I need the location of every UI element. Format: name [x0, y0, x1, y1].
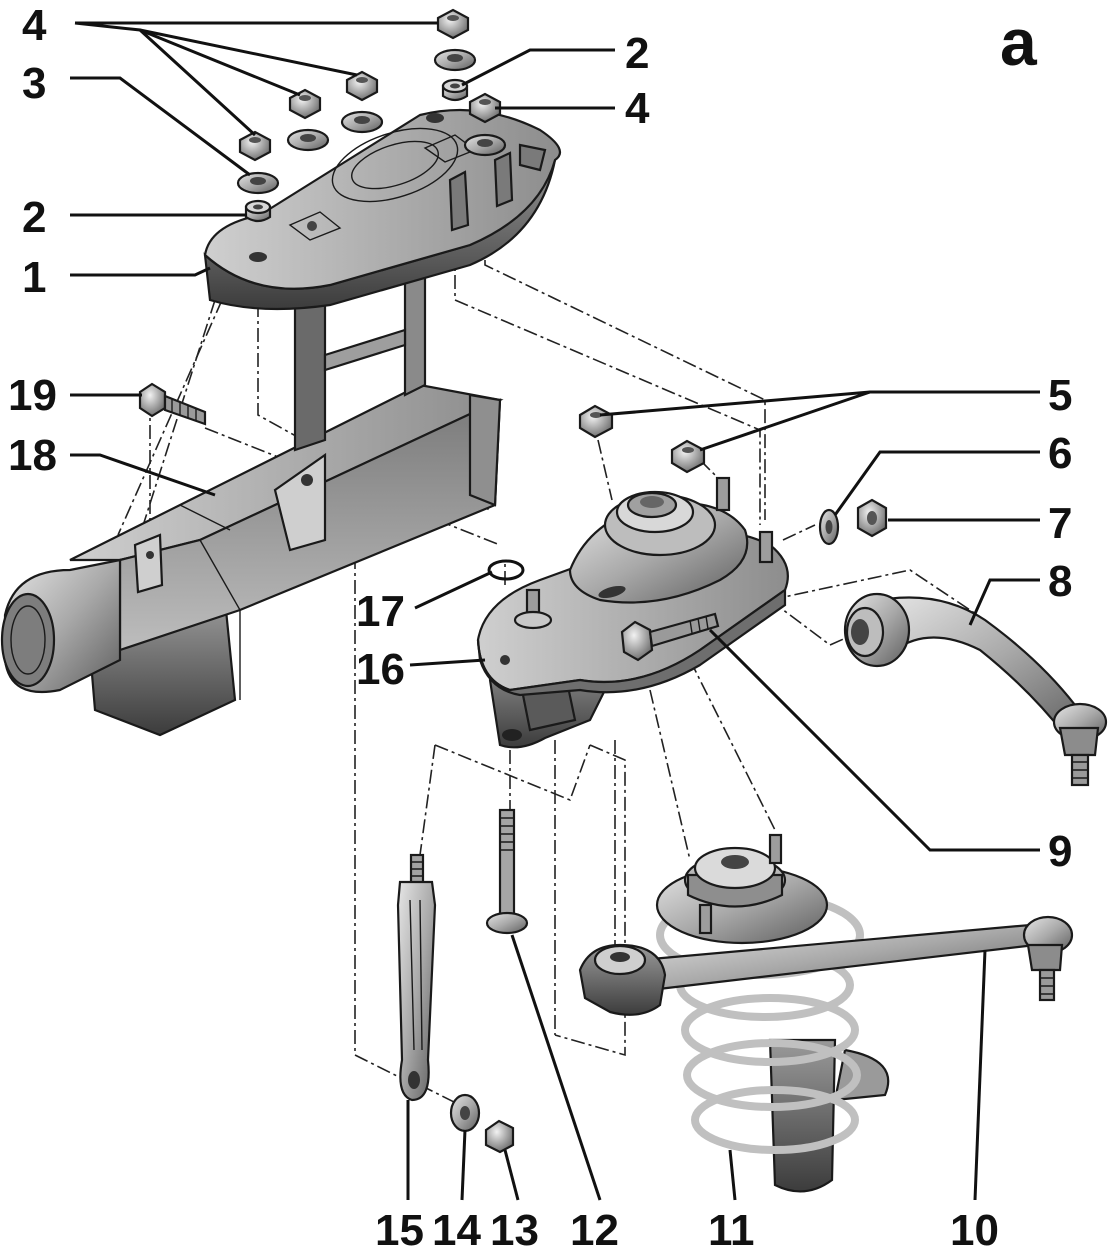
callout-labels: а 4 3 2 4 2 1 19 18 5 6 7 8 17 16 9 15 1… — [8, 1, 1072, 1254]
washer-14 — [449, 1093, 481, 1133]
callout-2a: 2 — [22, 193, 46, 242]
callout-8: 8 — [1048, 557, 1072, 606]
nut-5b — [670, 439, 706, 474]
bolt-9 — [620, 612, 720, 662]
view-letter: а — [1000, 5, 1038, 79]
callout-13: 13 — [490, 1206, 539, 1254]
knuckle-stud-b — [715, 476, 731, 512]
spring-strut-11 — [655, 833, 890, 1193]
callout-6: 6 — [1048, 429, 1072, 478]
nut-7 — [856, 498, 888, 538]
top-fasteners — [236, 8, 507, 223]
bolt-19 — [138, 382, 207, 426]
callout-16: 16 — [356, 645, 405, 694]
nut-4b — [288, 88, 322, 120]
callout-10: 10 — [950, 1206, 999, 1254]
leader-lines — [70, 21, 1040, 1201]
callout-1: 1 — [22, 253, 46, 302]
knuckle-16 — [476, 476, 789, 749]
knuckle-stud-c — [758, 530, 774, 564]
callout-14: 14 — [432, 1206, 481, 1254]
washer-6 — [818, 508, 840, 546]
track-rod-10 — [578, 915, 1074, 1016]
washer-3 — [236, 171, 280, 195]
nut-4c — [345, 70, 379, 102]
callout-17: 17 — [356, 587, 405, 636]
nut-13 — [484, 1119, 515, 1154]
subframe-crossmember — [0, 383, 504, 737]
callout-3: 3 — [22, 59, 46, 108]
callout-11: 11 — [708, 1206, 755, 1254]
control-arm-8 — [843, 592, 1108, 787]
callout-19: 19 — [8, 371, 57, 420]
bushing-2a — [244, 199, 272, 223]
callout-4b: 4 — [625, 84, 650, 133]
bolt-12 — [485, 808, 529, 935]
link-rod-15 — [396, 853, 437, 1102]
nut-4d — [436, 8, 470, 40]
callout-2b: 2 — [625, 29, 649, 78]
callout-9: 9 — [1048, 827, 1072, 876]
washer-top-c — [340, 110, 384, 134]
bushing-2b — [441, 78, 469, 102]
nut-4e — [468, 92, 502, 124]
callout-12: 12 — [570, 1206, 619, 1254]
o-ring-17 — [487, 559, 525, 581]
nut-4a — [238, 130, 272, 162]
knuckle-stud-a — [513, 588, 553, 630]
washer-top-d — [433, 48, 477, 72]
callout-4a: 4 — [22, 1, 47, 50]
washer-top-e — [463, 133, 507, 157]
callout-5: 5 — [1048, 371, 1072, 420]
upper-mount-plate — [203, 108, 562, 452]
nut-5a — [578, 404, 614, 439]
washer-top-b — [286, 128, 330, 152]
callout-7: 7 — [1048, 499, 1072, 548]
callout-15: 15 — [375, 1206, 424, 1254]
callout-18: 18 — [8, 431, 57, 480]
